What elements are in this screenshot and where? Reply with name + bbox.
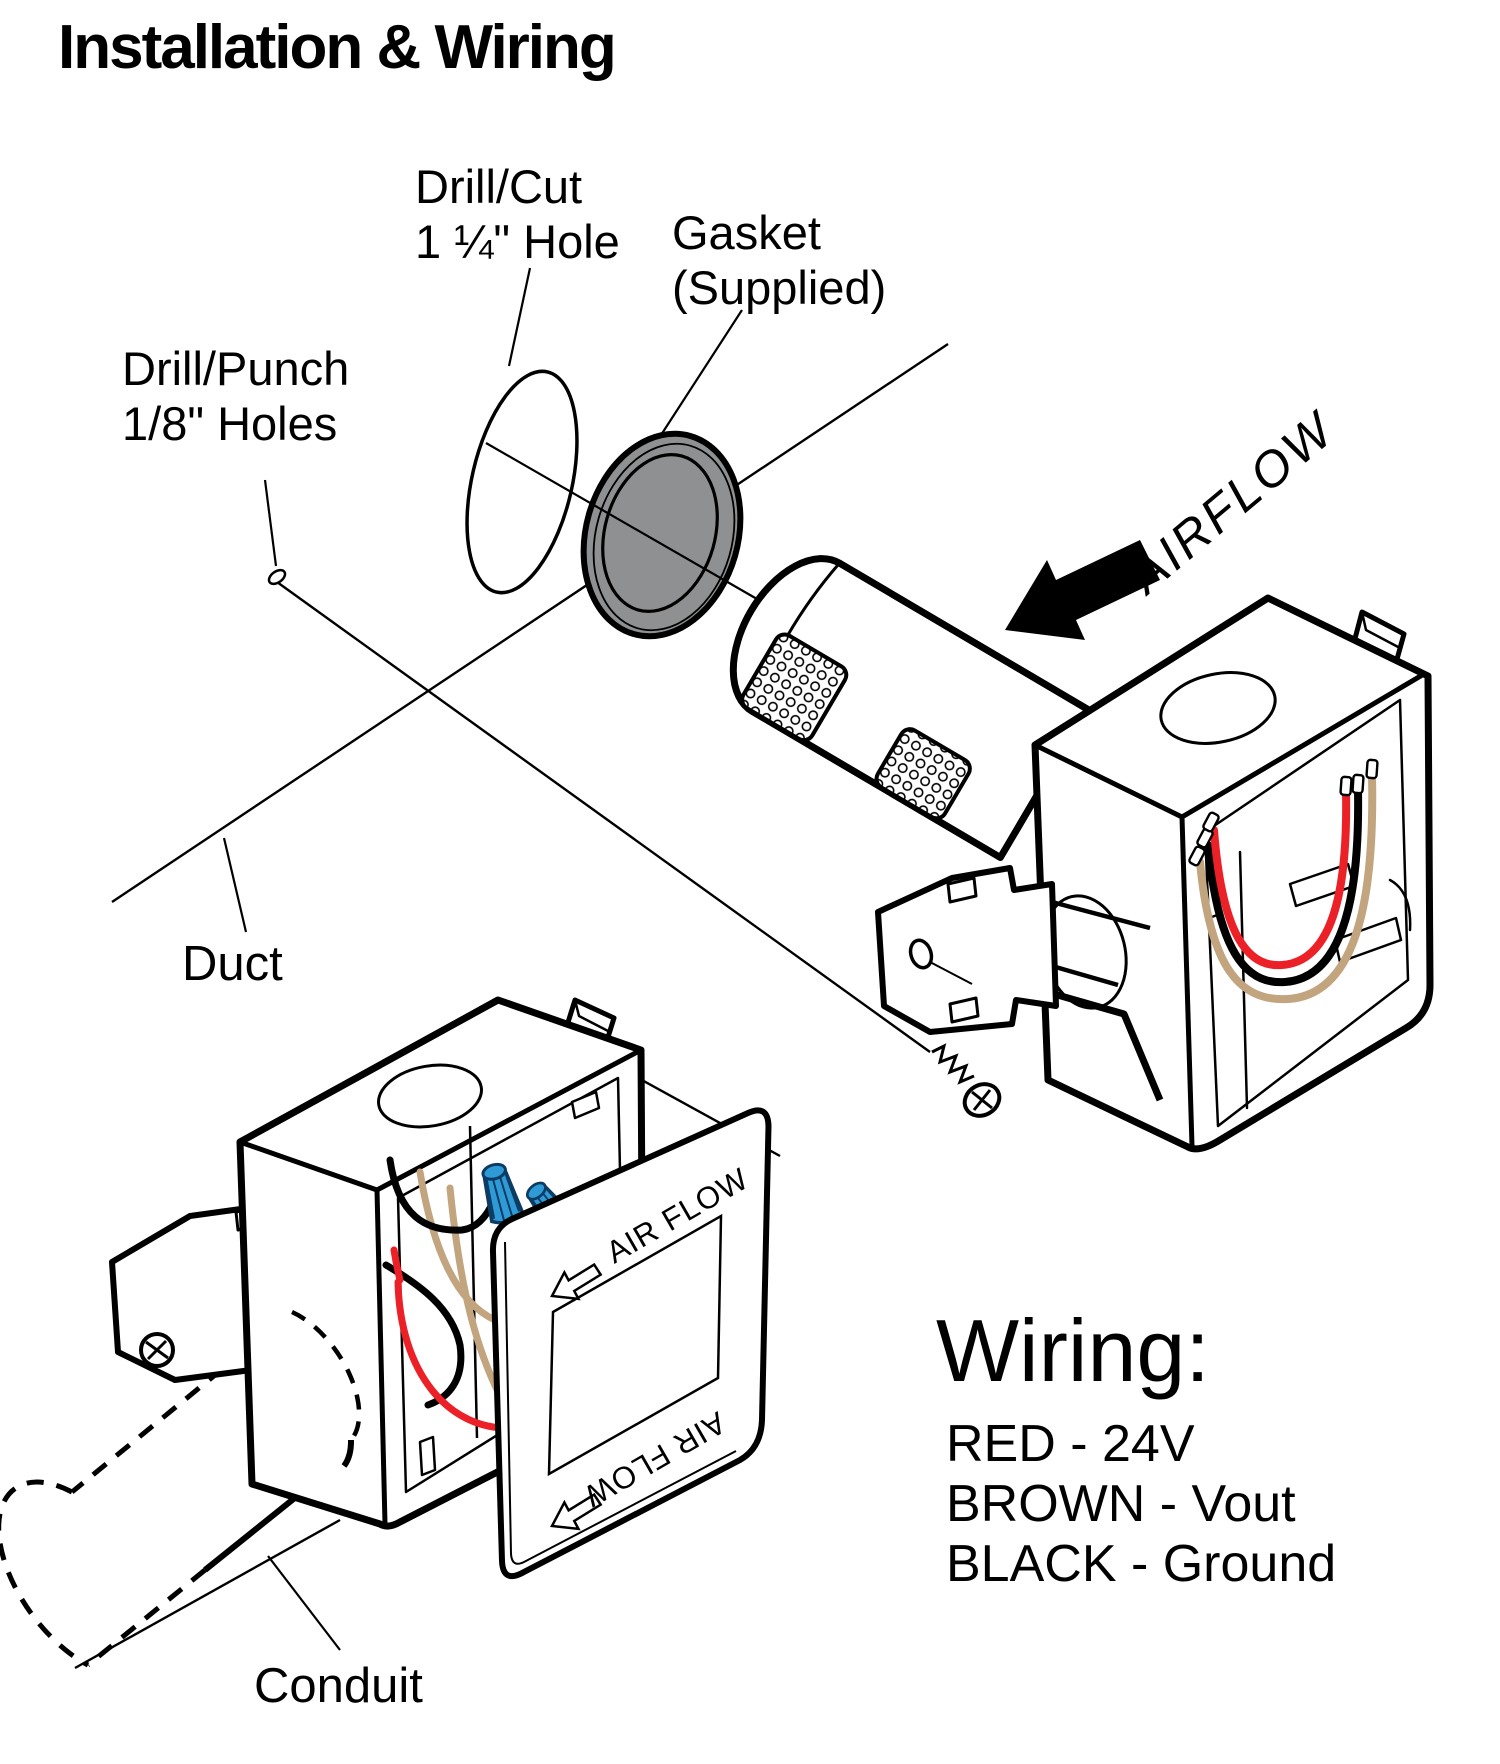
drill-punch-leader (263, 479, 278, 567)
box-tab-fold (1360, 610, 1402, 650)
conduit-end-edge (341, 1439, 355, 1468)
callout-conduit: Conduit (254, 1659, 423, 1713)
box-inner-rim (1203, 698, 1410, 1128)
duct-edge-line (74, 1518, 341, 1670)
conduit-leader (267, 1555, 341, 1651)
bracket-screw-hole (908, 938, 934, 970)
box-inner-wall (1238, 850, 1249, 1110)
faceplate-window (547, 1213, 723, 1477)
mounting-bracket (875, 865, 1164, 1102)
box-knockout-top (1159, 671, 1277, 745)
sensor-probe (729, 555, 1092, 861)
electrical-box (1031, 594, 1434, 1153)
wiring-legend-heading: Wiring: (936, 1301, 1210, 1400)
box-knockout-top (377, 1063, 483, 1129)
callout-duct: Duct (182, 937, 283, 991)
box-floor-curve (1388, 878, 1412, 932)
bracket-arm-bar (1051, 899, 1151, 931)
conduit-entry (291, 1309, 362, 1468)
punch-hole (267, 568, 287, 586)
callout-drill-punch: Drill/Punch 1/8" Holes (122, 342, 350, 450)
box-corner-edge (374, 1189, 388, 1525)
duct-lines (111, 343, 949, 1053)
bracket-foot (948, 996, 980, 1024)
bracket-plate (875, 865, 1059, 1035)
bracket-foot (946, 876, 978, 904)
duct-edge-line (276, 581, 931, 1053)
box-inner-wall (468, 1125, 479, 1439)
conduit-end-hidden (291, 1309, 362, 1442)
bracket-arm-bar (1051, 963, 1119, 988)
wiring-legend-brown: BROWN - Vout (946, 1475, 1296, 1533)
bracket-hole-mark (929, 961, 973, 985)
gasket-rim (592, 442, 736, 632)
box-corner-edge (1179, 814, 1195, 1149)
brown-wire (1196, 771, 1377, 1004)
black-wire (382, 1261, 465, 1409)
drill-cut-leader (507, 267, 532, 367)
gasket (580, 430, 744, 640)
wire-end-caps (1188, 758, 1379, 867)
duct-leader (222, 837, 248, 933)
black-wire (1204, 786, 1363, 987)
box-tab-fold (573, 999, 611, 1034)
screw-threads (931, 1043, 975, 1085)
black-wire (386, 1156, 498, 1234)
plate-arrow (550, 1262, 603, 1301)
red-wire (390, 1246, 404, 1284)
red-wire (1210, 788, 1351, 970)
box-wall-slot (418, 1435, 437, 1477)
probe-mesh-window (874, 727, 972, 821)
wiring-legend-black: BLACK - Ground (946, 1535, 1337, 1593)
page-title: Installation & Wiring (58, 13, 617, 82)
callout-drill-cut: Drill/Cut 1 ¼" Hole (415, 160, 620, 268)
gasket-inner (601, 453, 719, 613)
airflow-arrow (1005, 540, 1160, 640)
screw-phillips (145, 1339, 169, 1361)
gasket-leader (649, 309, 743, 453)
alignment-line (485, 442, 758, 600)
duct-edge-line (111, 343, 949, 903)
faceplate-edge-thickness (504, 1241, 737, 1565)
bracket-arm (1053, 990, 1164, 1102)
leader-lines (222, 267, 743, 1651)
probe-mesh-window (740, 632, 849, 743)
conduit-endcap-hidden (0, 1479, 90, 1668)
cut-hole (465, 369, 579, 595)
screw (931, 1043, 1002, 1118)
box-inner-clip (570, 1090, 601, 1120)
box-wires (1188, 758, 1379, 1004)
screw-phillips (971, 1089, 993, 1111)
wiring-legend-red: RED - 24V (946, 1415, 1195, 1473)
faceplate (489, 1107, 772, 1580)
callout-gasket: Gasket (Supplied) (672, 206, 887, 314)
plate-arrow (550, 1492, 603, 1531)
